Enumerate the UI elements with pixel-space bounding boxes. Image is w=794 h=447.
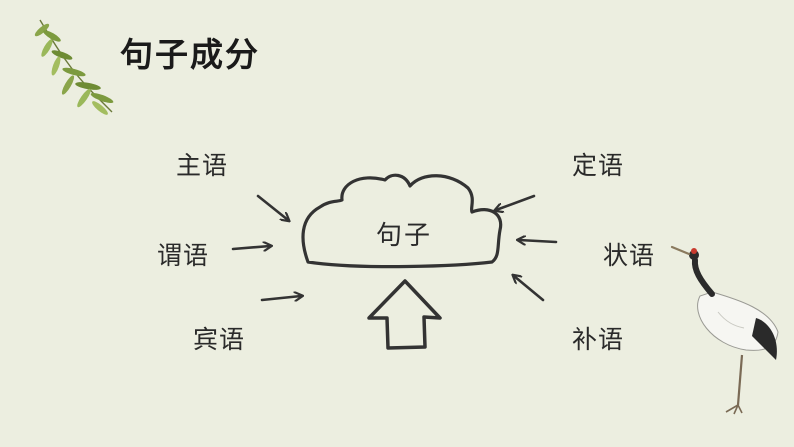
arrow-predicate [231, 246, 270, 249]
cloud-icon [301, 173, 503, 269]
arrow-attributive [496, 194, 536, 210]
label-object: 宾语 [193, 325, 246, 354]
page-title: 句子成分 [120, 35, 260, 74]
arrow-subject [256, 194, 288, 220]
arrow-object [260, 296, 301, 300]
crane-icon [670, 245, 779, 415]
arrow-complement [514, 276, 545, 302]
center-label: 句子 [376, 221, 433, 251]
up-arrow-icon [367, 279, 442, 350]
label-attributive: 定语 [572, 151, 625, 180]
arrow-adverbial [519, 240, 558, 242]
willow-branch-icon [34, 19, 114, 115]
label-predicate: 谓语 [157, 241, 210, 270]
label-adverbial: 状语 [603, 241, 656, 270]
label-subject: 主语 [176, 151, 229, 180]
label-complement: 补语 [572, 325, 625, 354]
